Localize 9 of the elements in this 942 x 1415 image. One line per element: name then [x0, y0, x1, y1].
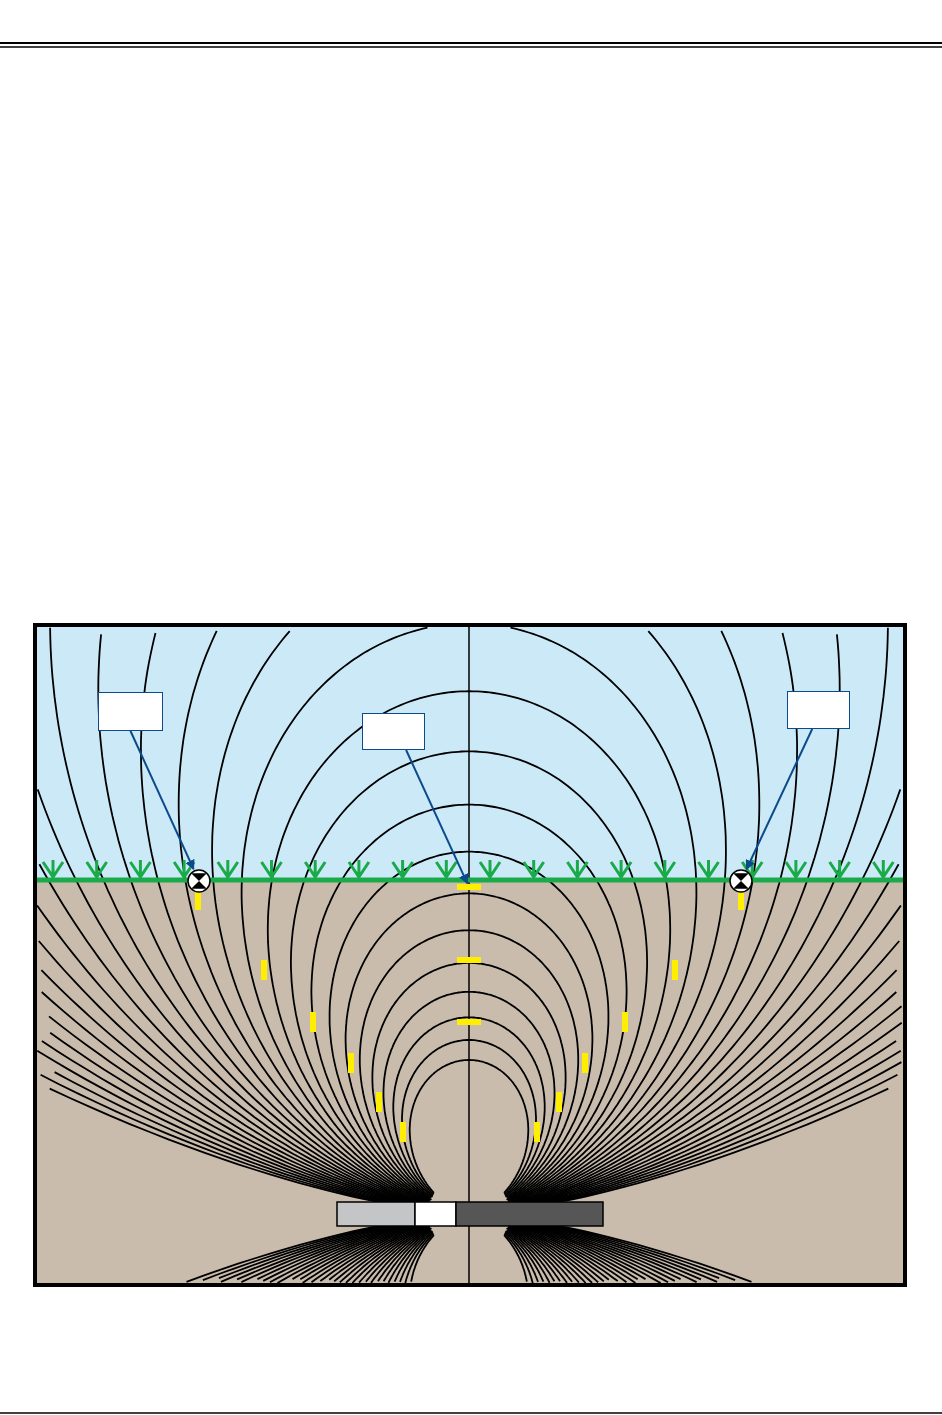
- leader-line: [129, 730, 195, 871]
- target-marker: [729, 869, 753, 893]
- callout-box: [362, 713, 425, 750]
- target-marker: [187, 869, 211, 893]
- leader-line: [745, 728, 814, 871]
- leader-line: [405, 749, 469, 885]
- callout-box: [98, 692, 163, 731]
- callout-box: [787, 691, 850, 729]
- position-mark: [457, 884, 481, 890]
